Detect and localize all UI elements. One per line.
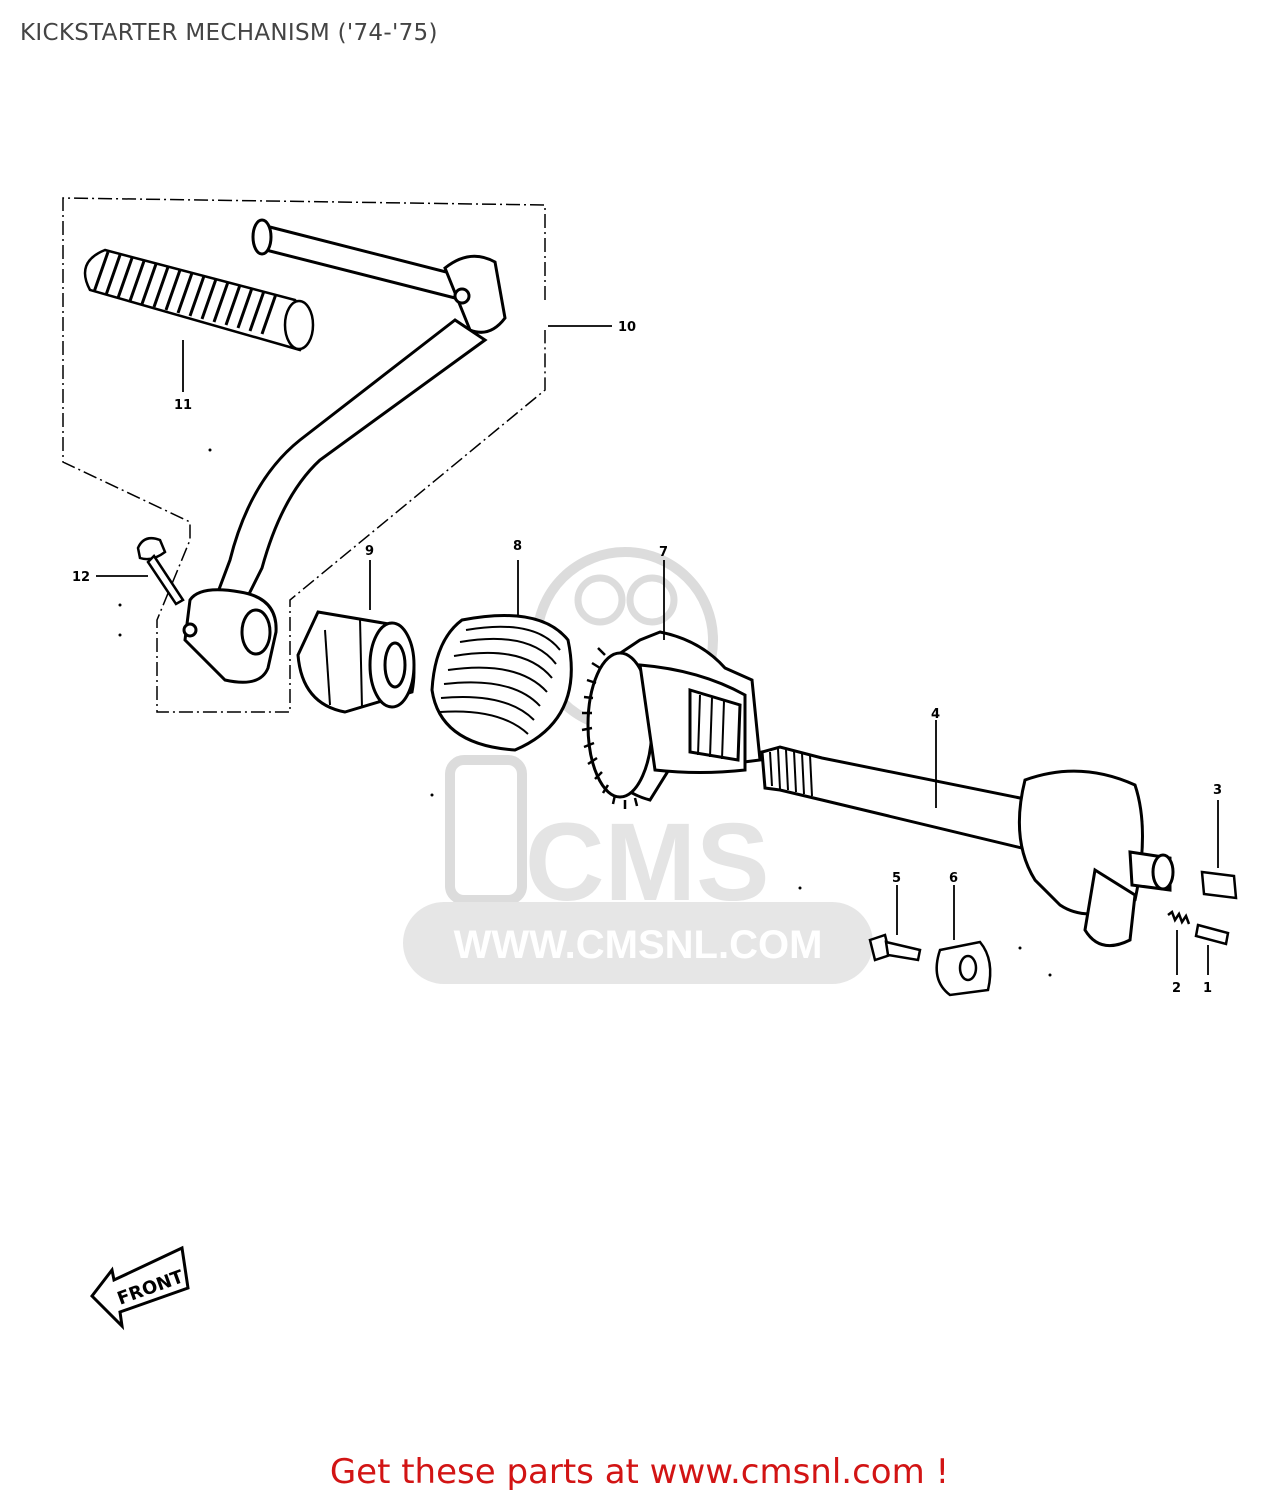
part-label-8: 8 (513, 539, 522, 554)
part-collar (296, 610, 416, 714)
part-kick-shaft (760, 745, 1175, 948)
kick-pedal-assembly-boundary (62, 197, 546, 713)
watermark-text: WWW.CMSNL.COM (454, 923, 823, 967)
part-spring (430, 614, 573, 752)
part-label-11: 11 (174, 398, 192, 413)
part-label-12: 12 (72, 570, 90, 585)
part-label-9: 9 (365, 544, 374, 559)
part-kick-rubber (83, 248, 315, 352)
part-stopper (935, 940, 992, 997)
part-label-7: 7 (659, 545, 668, 560)
part-small-spring (1167, 909, 1191, 925)
part-label-6: 6 (949, 871, 958, 886)
scan-specks (118, 448, 1052, 977)
leader-lines (96, 325, 1219, 975)
part-kick-pedal (182, 218, 507, 684)
watermark: CMS WWW.CMSNL.COM (403, 547, 873, 984)
part-bolt (136, 537, 185, 606)
part-label-2: 2 (1172, 981, 1181, 996)
part-label-10: 10 (618, 320, 636, 335)
part-label-5: 5 (892, 871, 901, 886)
part-kick-gear (581, 630, 762, 809)
part-label-3: 3 (1213, 783, 1222, 798)
part-stopper-bolt (868, 933, 922, 962)
part-pin (1194, 923, 1230, 946)
part-label-1: 1 (1203, 981, 1212, 996)
get-parts-link[interactable]: Get these parts at www.cmsnl.com ! (329, 1452, 950, 1492)
front-direction-arrow: FRONT (90, 1245, 190, 1331)
part-label-4: 4 (931, 707, 940, 722)
diagram-title: KICKSTARTER MECHANISM ('74-'75) (20, 20, 438, 46)
part-number-labels: 10 11 12 9 8 7 4 3 5 6 2 1 (72, 320, 1222, 996)
part-key (1200, 870, 1238, 900)
